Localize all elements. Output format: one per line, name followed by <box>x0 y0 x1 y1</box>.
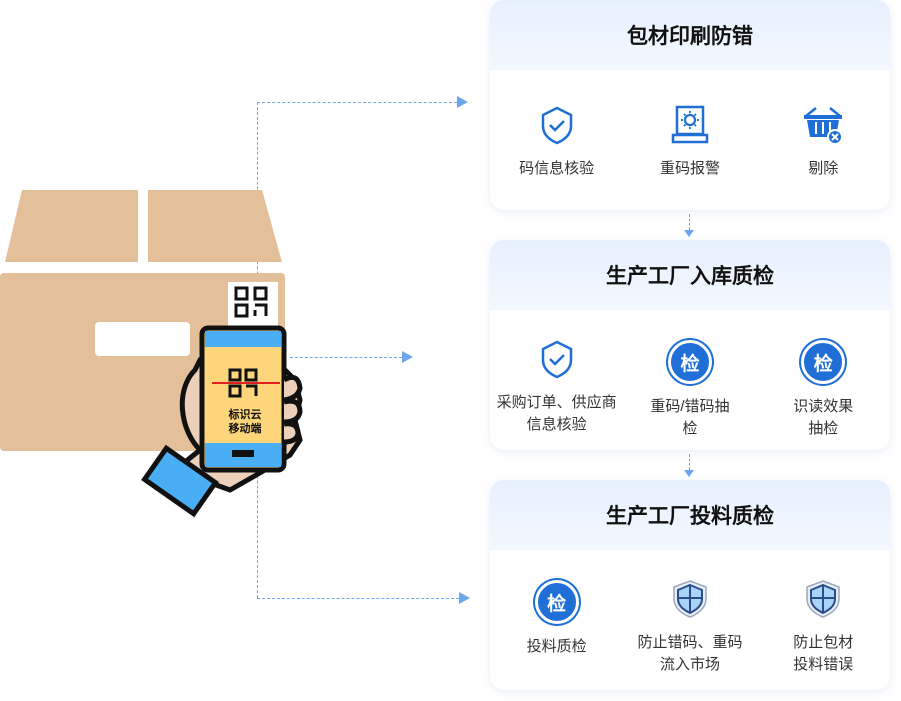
package-box-illustration <box>0 190 303 518</box>
arrow-down-icon <box>684 470 694 477</box>
security-shield-icon <box>673 580 707 618</box>
phone-label-line-2: 移动端 <box>228 423 262 435</box>
basket-remove-icon <box>804 107 844 145</box>
feature-prevent-code-leak: 防止错码、重码流入市场 <box>623 550 756 690</box>
feature-reject: 剔除 <box>757 70 890 210</box>
feature-readability-sampling: 检 识读效果抽检 <box>757 310 890 450</box>
card-title: 包材印刷防错 <box>490 0 890 70</box>
alarm-light-icon <box>671 105 709 144</box>
feature-label: 投料质检 <box>526 638 587 655</box>
feature-feeding-inspection: 检 投料质检 <box>490 550 623 690</box>
phone-label-line-1: 标识云 <box>228 409 262 421</box>
feature-label: 防止包材投料错误 <box>793 634 854 673</box>
inspect-badge-icon: 检 <box>667 340 712 384</box>
inspect-badge-icon: 检 <box>801 340 846 384</box>
connector-to-card-2 <box>290 357 402 358</box>
feature-code-info-verify: 码信息核验 <box>490 70 623 210</box>
feature-label: 剔除 <box>808 160 839 177</box>
feature-label: 防止错码、重码流入市场 <box>637 634 743 673</box>
arrow-right-icon <box>457 96 468 108</box>
shield-check-icon <box>541 340 572 379</box>
card-packaging-print-check: 包材印刷防错 码信息核验 重码报警 剔除 <box>490 0 890 210</box>
connector-card2-card3 <box>689 454 690 470</box>
card-factory-inbound-inspection: 生产工厂入库质检 采购订单、供应商信息核验 检 重码/错码抽检 检 识读效果抽检 <box>490 240 890 450</box>
feature-label: 采购订单、供应商信息核验 <box>496 394 617 433</box>
connector-card1-card2 <box>689 214 690 230</box>
feature-label: 码信息核验 <box>519 160 595 177</box>
arrow-right-icon <box>402 351 413 363</box>
card-title: 生产工厂投料质检 <box>490 480 890 550</box>
feature-prevent-feeding-error: 防止包材投料错误 <box>757 550 890 690</box>
arrow-down-icon <box>684 230 694 237</box>
card-title: 生产工厂入库质检 <box>490 240 890 310</box>
arrow-right-icon <box>459 592 470 604</box>
feature-label: 识读效果抽检 <box>793 398 854 437</box>
phone-app-label: 标识云 移动端 <box>212 408 278 436</box>
security-shield-icon <box>806 580 841 618</box>
feature-order-supplier-verify: 采购订单、供应商信息核验 <box>490 310 623 450</box>
feature-label: 重码报警 <box>659 160 720 177</box>
inspect-badge-icon: 检 <box>534 580 579 624</box>
feature-duplicate-alarm: 重码报警 <box>623 70 756 210</box>
feature-duplicate-error-sampling: 检 重码/错码抽检 <box>623 310 756 450</box>
feature-label: 重码/错码抽检 <box>650 398 730 437</box>
connector-to-card-1 <box>257 102 457 103</box>
connector-to-card-3 <box>257 598 459 599</box>
shield-check-icon <box>541 106 572 145</box>
card-factory-feeding-inspection: 生产工厂投料质检 检 投料质检 防止错码、重码流入市场 防止包材投料错误 <box>490 480 890 690</box>
